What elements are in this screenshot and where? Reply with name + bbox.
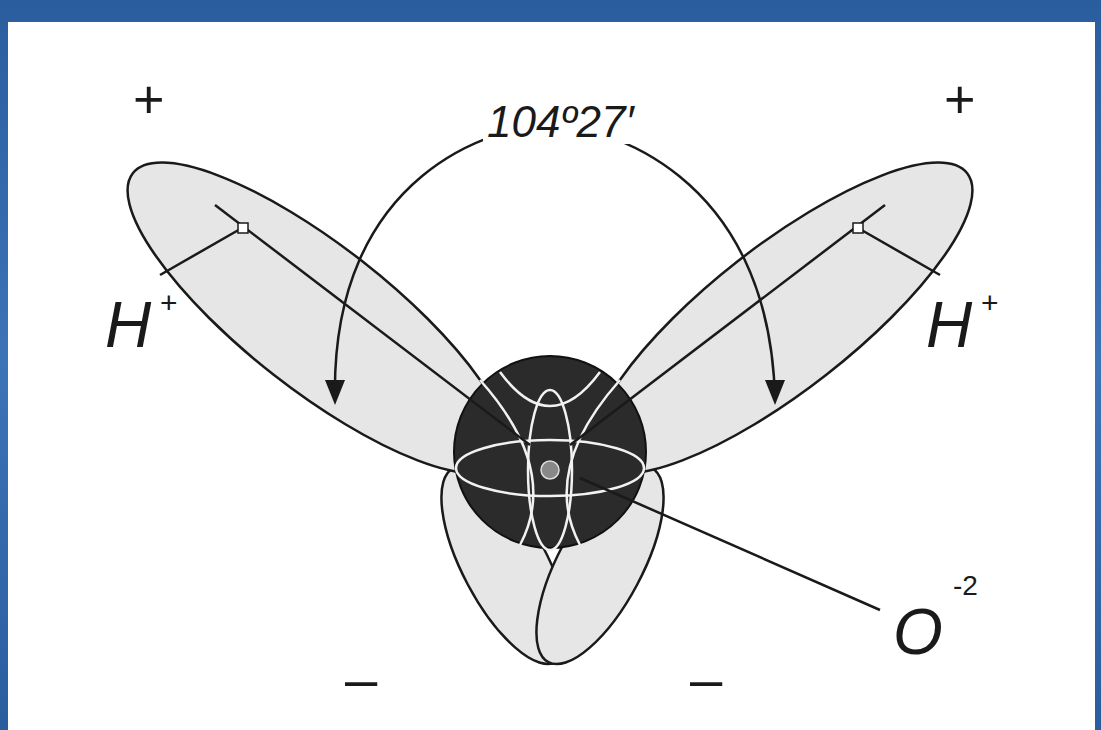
atom-symbol: H	[105, 293, 151, 357]
charge-sign: +	[133, 72, 165, 126]
angle-value: 104º27′	[483, 100, 638, 144]
angle-arc	[335, 125, 775, 400]
charge-superscript: -2	[953, 572, 978, 600]
atom-symbol: H	[926, 293, 972, 357]
atom-symbol: O	[893, 600, 943, 664]
arrowhead	[765, 380, 785, 405]
arrowhead	[325, 380, 345, 405]
charge-superscript: +	[981, 288, 999, 318]
bond-axis	[570, 205, 885, 445]
charge-superscript: +	[160, 288, 178, 318]
oxygen-sphere	[454, 356, 646, 550]
bond-axis	[215, 205, 530, 445]
hydrogen-nucleus	[853, 223, 863, 233]
charge-sign: –	[345, 650, 377, 708]
charge-sign: –	[690, 650, 722, 708]
leader-line	[858, 228, 940, 275]
charge-sign: +	[944, 72, 976, 126]
leader-line	[160, 228, 242, 275]
hydrogen-nucleus	[238, 223, 248, 233]
leader-line	[580, 478, 880, 610]
